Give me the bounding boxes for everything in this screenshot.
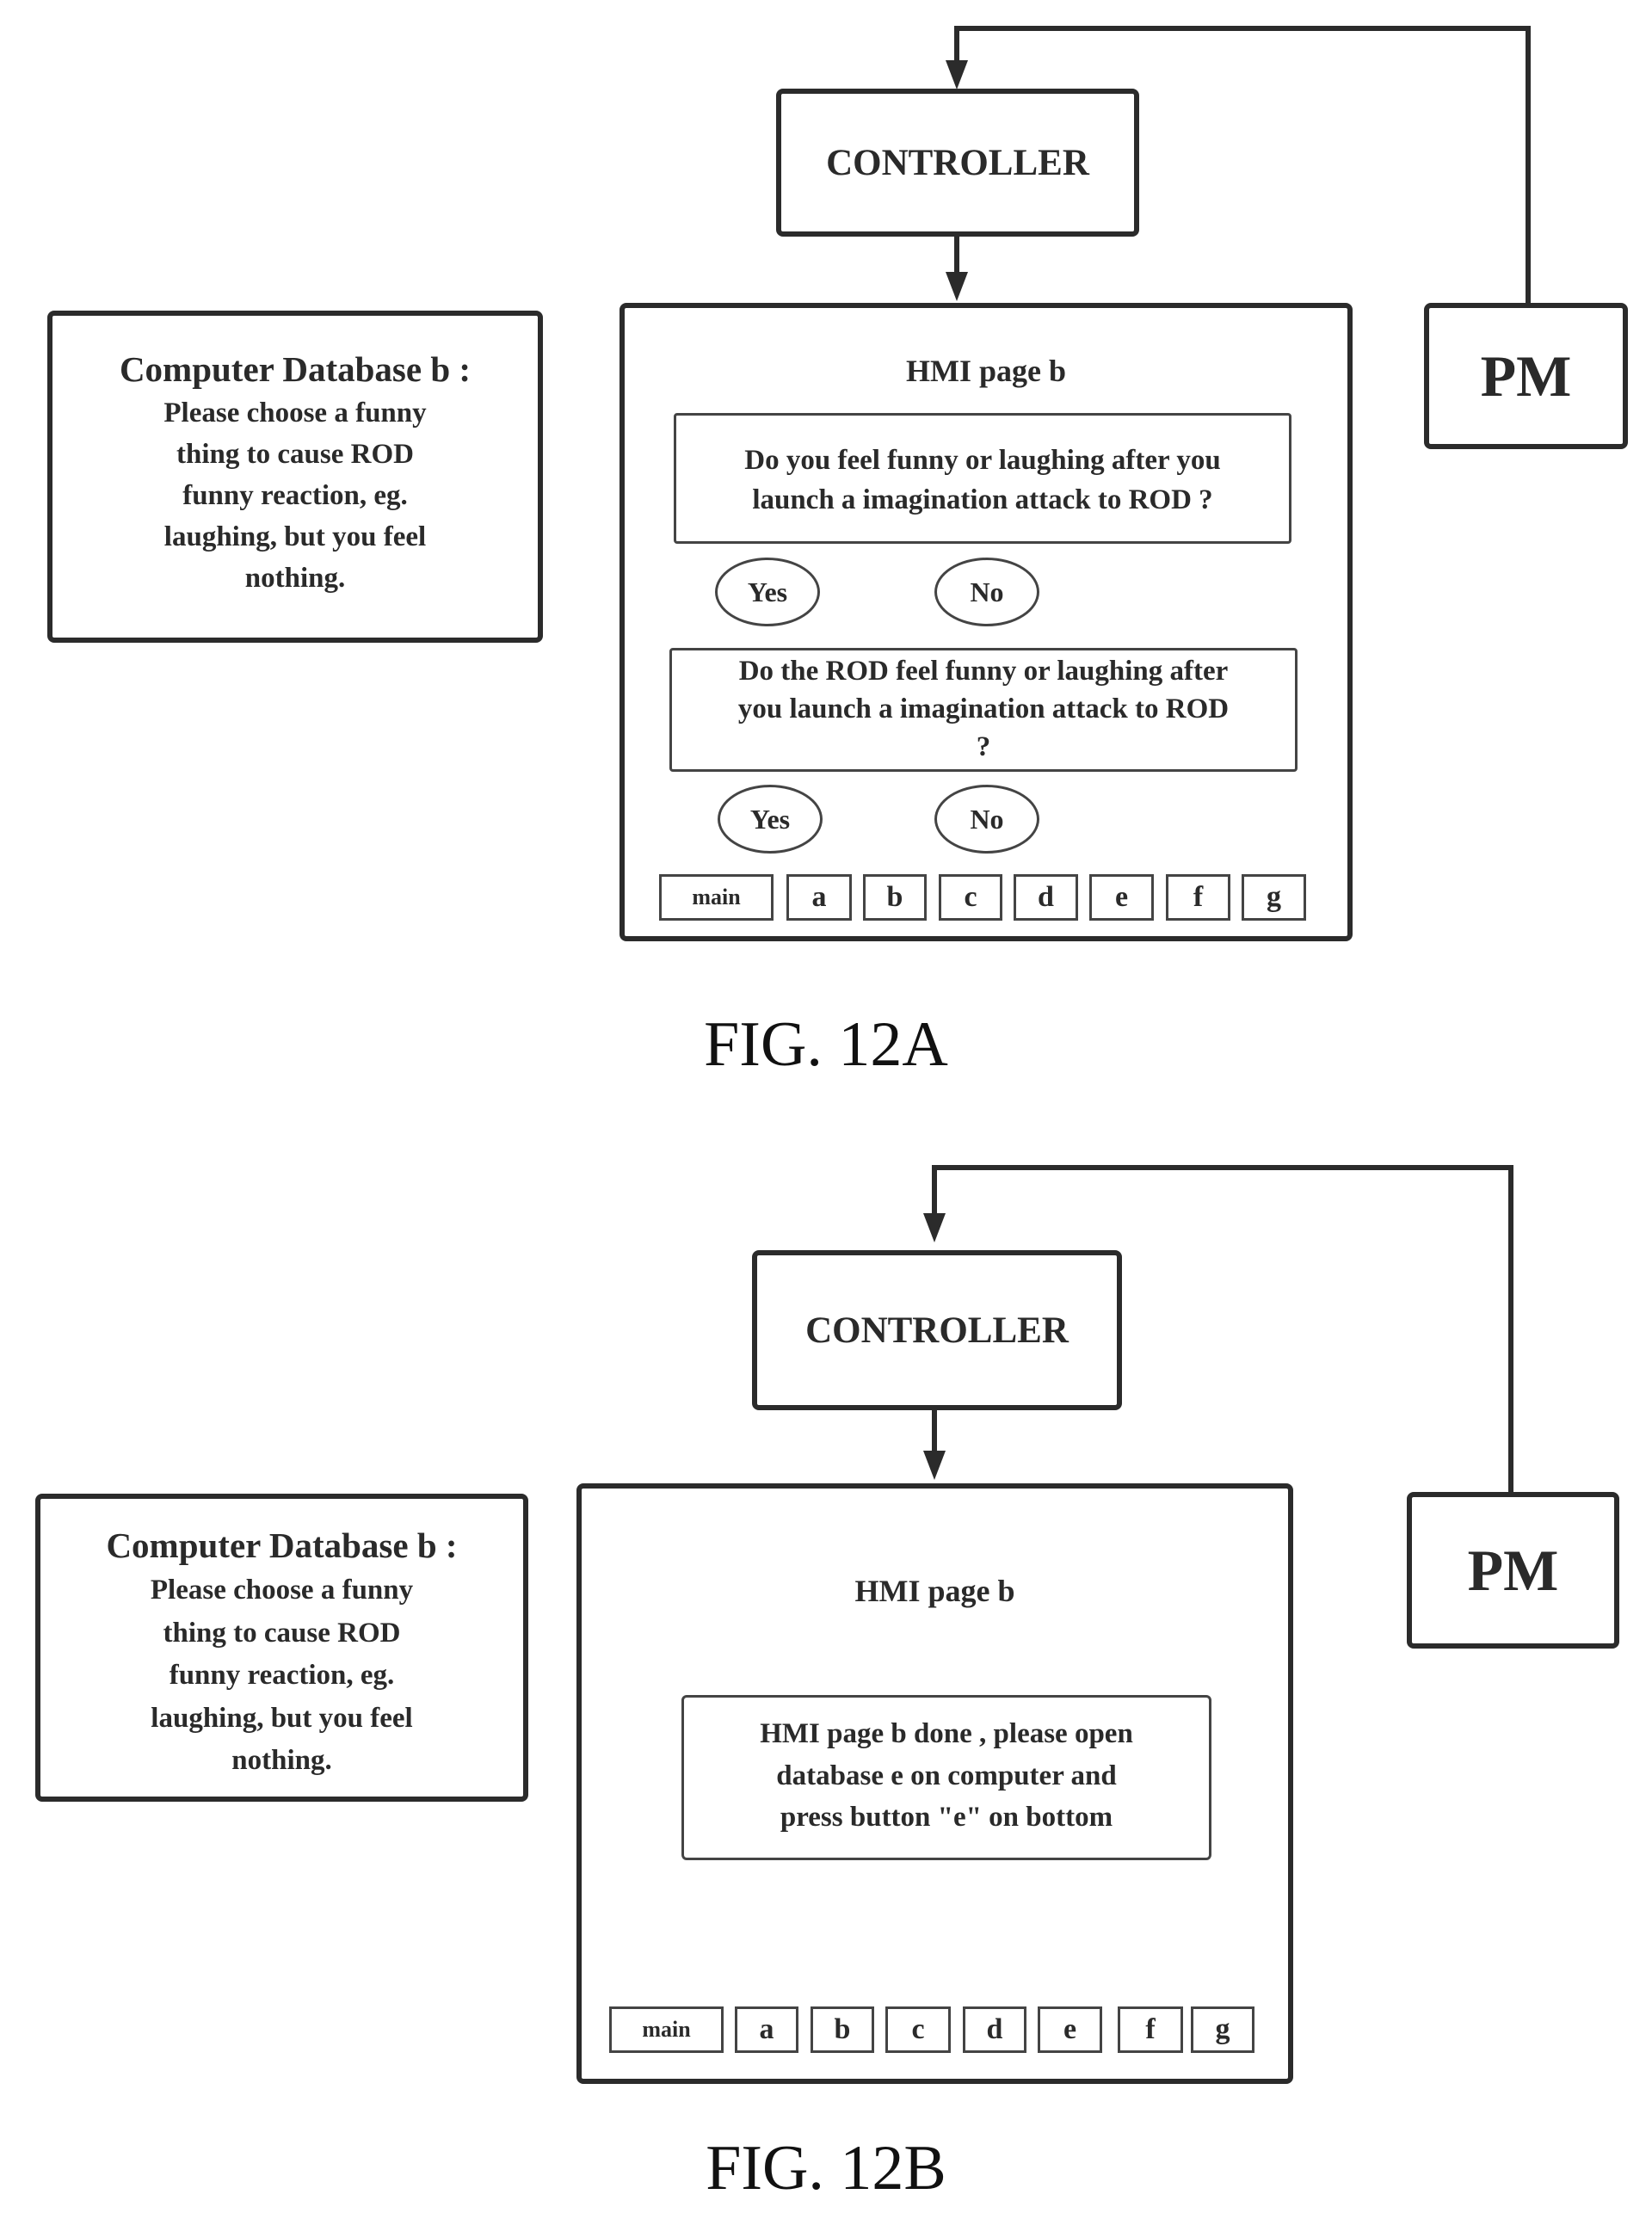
pm-label: PM	[1480, 342, 1572, 409]
tab-label: b	[886, 881, 903, 913]
tab-label: main	[642, 2017, 691, 2042]
controller-box: CONTROLLER	[752, 1250, 1122, 1410]
tab-label: c	[911, 2013, 925, 2045]
question-text-line: ?	[976, 731, 991, 762]
connector-pm-vertical	[1526, 26, 1531, 305]
tab-g[interactable]: g	[1242, 874, 1306, 921]
arrow-down-icon	[946, 60, 968, 89]
tab-c[interactable]: c	[939, 874, 1002, 921]
computer-database-box: Computer Database b : Please choose a fu…	[35, 1494, 528, 1802]
hmi-page-title: HMI page b	[854, 1574, 1015, 1608]
tab-a[interactable]: a	[735, 2006, 798, 2053]
tab-e[interactable]: e	[1038, 2006, 1102, 2053]
tab-label: g	[1215, 2013, 1230, 2045]
tab-d[interactable]: d	[1014, 874, 1078, 921]
pm-box: PM	[1407, 1492, 1619, 1649]
database-text-line: funny reaction, eg.	[169, 1660, 395, 1691]
message-text-line: HMI page b done , please open	[760, 1718, 1133, 1749]
controller-label: CONTROLLER	[826, 142, 1089, 183]
database-text-line: funny reaction, eg.	[182, 480, 408, 511]
tab-label: b	[834, 2013, 851, 2045]
tab-a[interactable]: a	[786, 874, 852, 921]
tab-f[interactable]: f	[1118, 2006, 1183, 2053]
figure-caption: FIG. 12B	[706, 2133, 946, 2204]
yes-button[interactable]: Yes	[715, 558, 820, 626]
database-text-line: thing to cause ROD	[176, 439, 414, 470]
no-button[interactable]: No	[934, 785, 1039, 854]
question-box: Do you feel funny or laughing after you …	[674, 413, 1291, 544]
tab-f[interactable]: f	[1166, 874, 1230, 921]
message-box: HMI page b done , please open database e…	[681, 1695, 1211, 1860]
pm-box: PM	[1424, 303, 1628, 449]
controller-box: CONTROLLER	[776, 89, 1139, 237]
no-button[interactable]: No	[934, 558, 1039, 626]
no-label: No	[970, 576, 1004, 607]
tab-label: main	[692, 885, 741, 909]
database-text-line: nothing.	[244, 563, 346, 594]
arrow-down-icon	[923, 1451, 946, 1480]
question-text-line: you launch a imagination attack to ROD	[737, 693, 1230, 724]
controller-label: CONTROLLER	[805, 1310, 1069, 1351]
database-text-line: Please choose a funny	[150, 1575, 414, 1606]
figure-caption: FIG. 12A	[704, 1009, 948, 1080]
yes-label: Yes	[747, 576, 788, 607]
yes-label: Yes	[749, 803, 791, 835]
question-text-line: Do the ROD feel funny or laughing after	[738, 656, 1229, 687]
tab-main[interactable]: main	[659, 874, 774, 921]
database-text-line: thing to cause ROD	[163, 1618, 401, 1649]
database-text-line: Please choose a funny	[163, 398, 427, 428]
tab-label: a	[811, 881, 827, 913]
connector-pm-to-controller-top	[954, 26, 1531, 31]
computer-database-box: Computer Database b : Please choose a fu…	[47, 311, 543, 643]
question-text-line: launch a imagination attack to ROD ?	[752, 484, 1213, 515]
database-text-line: nothing.	[231, 1745, 332, 1776]
arrow-down-icon	[923, 1213, 946, 1242]
tab-d[interactable]: d	[963, 2006, 1026, 2053]
tab-g[interactable]: g	[1191, 2006, 1254, 2053]
question-box: Do the ROD feel funny or laughing after …	[669, 648, 1298, 772]
tab-label: e	[1063, 2013, 1077, 2045]
connector-pm-vertical	[1508, 1165, 1513, 1494]
hmi-page-panel: HMI page b HMI page b done , please open…	[576, 1483, 1293, 2084]
tab-b[interactable]: b	[863, 874, 927, 921]
connector-pm-to-controller-top	[932, 1165, 1513, 1170]
tab-main[interactable]: main	[609, 2006, 724, 2053]
database-title: Computer Database b :	[119, 349, 472, 389]
pm-label: PM	[1467, 1537, 1559, 1603]
message-text-line: database e on computer and	[776, 1760, 1117, 1791]
tab-label: f	[1193, 881, 1204, 913]
hmi-page-title: HMI page b	[905, 354, 1066, 388]
tab-e[interactable]: e	[1089, 874, 1154, 921]
database-title: Computer Database b :	[106, 1526, 458, 1565]
message-text-line: press button "e" on bottom	[780, 1802, 1113, 1833]
connector-controller-to-hmi	[932, 1409, 937, 1452]
tab-label: e	[1114, 881, 1129, 913]
connector-controller-vertical	[932, 1165, 937, 1215]
database-text-line: laughing, but you feel	[151, 1703, 413, 1734]
arrow-down-icon	[946, 272, 968, 301]
no-label: No	[970, 803, 1004, 835]
connector-controller-to-hmi	[954, 235, 959, 274]
tab-label: a	[759, 2013, 774, 2045]
tab-label: d	[986, 2013, 1003, 2045]
database-text-line: laughing, but you feel	[163, 521, 427, 552]
tab-label: d	[1038, 881, 1054, 913]
hmi-page-panel: HMI page b Do you feel funny or laughing…	[620, 303, 1353, 941]
tab-label: g	[1267, 881, 1281, 913]
tab-label: f	[1145, 2013, 1156, 2045]
tab-c[interactable]: c	[885, 2006, 951, 2053]
tab-b[interactable]: b	[811, 2006, 874, 2053]
question-text-line: Do you feel funny or laughing after you	[744, 445, 1221, 476]
yes-button[interactable]: Yes	[718, 785, 823, 854]
connector-controller-vertical	[954, 26, 959, 65]
tab-label: c	[964, 881, 977, 913]
